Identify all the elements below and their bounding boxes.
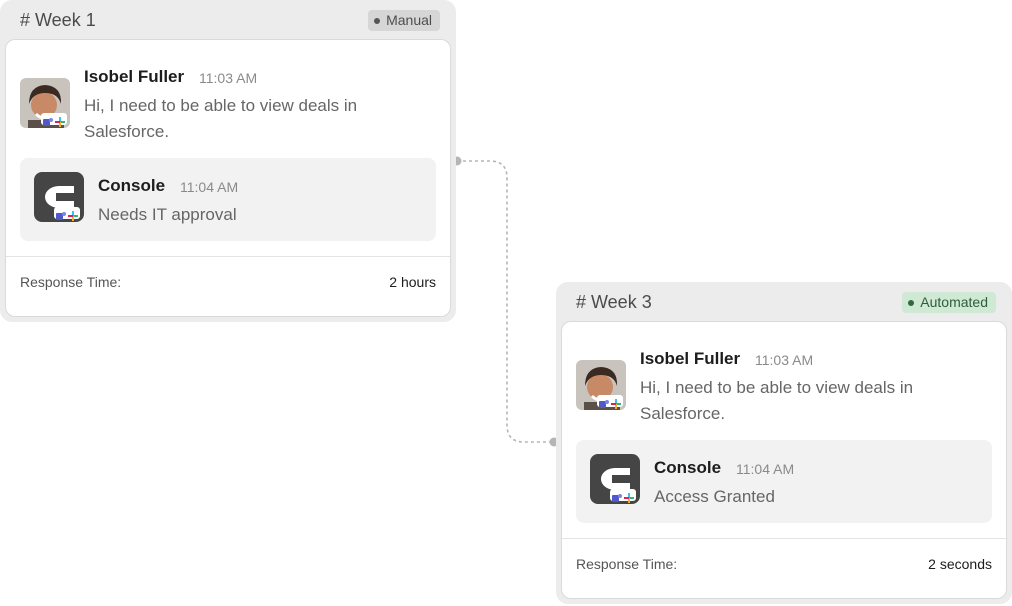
user-message-line-1: Hi, I need to be able to view deals in bbox=[640, 378, 914, 397]
response-time-value: 2 hours bbox=[389, 274, 436, 290]
channel-icons bbox=[54, 207, 80, 221]
slack-icon bbox=[68, 208, 78, 221]
manual-badge: Manual bbox=[368, 10, 440, 31]
week-1-panel: # Week 1 Manual Isobel Fuller 11: bbox=[0, 0, 456, 322]
console-message: Needs IT approval bbox=[98, 205, 237, 224]
user-message: Hi, I need to be able to view deals in S… bbox=[84, 93, 357, 145]
conversation-card: Isobel Fuller 11:03 AM Hi, I need to be … bbox=[561, 321, 1007, 599]
user-message-line-1: Hi, I need to be able to view deals in bbox=[84, 96, 358, 115]
response-time-value: 2 seconds bbox=[928, 556, 992, 572]
response-time-label: Response Time: bbox=[20, 274, 122, 290]
user-name: Isobel Fuller bbox=[640, 349, 741, 368]
panel-header: # Week 3 Automated bbox=[556, 282, 1012, 322]
console-reply: Console 11:04 AM Access Granted bbox=[576, 440, 992, 523]
slack-icon bbox=[624, 490, 634, 503]
panel-header: # Week 1 Manual bbox=[0, 0, 456, 40]
console-message-time: 11:04 AM bbox=[736, 461, 795, 477]
channel-icons bbox=[597, 395, 623, 409]
badge-label: Automated bbox=[920, 294, 988, 310]
status-dot-icon bbox=[374, 17, 381, 24]
channel-icons bbox=[610, 489, 636, 503]
week-3-panel: # Week 3 Automated Isobel Fuller 11:03 bbox=[556, 282, 1012, 604]
teams-icon bbox=[599, 396, 609, 408]
user-name: Isobel Fuller bbox=[84, 67, 185, 86]
response-time-label: Response Time: bbox=[576, 556, 678, 572]
conversation-card: Isobel Fuller 11:03 AM Hi, I need to be … bbox=[5, 39, 451, 317]
channel-icons bbox=[41, 113, 67, 127]
panel-title: # Week 3 bbox=[576, 292, 652, 312]
user-message-time: 11:03 AM bbox=[755, 352, 814, 368]
divider bbox=[562, 538, 1006, 539]
slack-icon bbox=[55, 114, 65, 127]
user-message: Hi, I need to be able to view deals in S… bbox=[640, 375, 913, 427]
automated-badge: Automated bbox=[902, 292, 996, 313]
badge-label: Manual bbox=[386, 12, 432, 28]
teams-icon bbox=[56, 208, 66, 220]
console-message: Access Granted bbox=[654, 487, 775, 506]
console-message-time: 11:04 AM bbox=[180, 179, 239, 195]
panel-title: # Week 1 bbox=[20, 10, 96, 30]
divider bbox=[6, 256, 450, 257]
teams-icon bbox=[43, 114, 53, 126]
user-message-line-2: Salesforce. bbox=[84, 122, 170, 141]
teams-icon bbox=[612, 490, 622, 502]
slack-icon bbox=[611, 396, 621, 409]
console-name: Console bbox=[98, 176, 166, 195]
console-reply: Console 11:04 AM Needs IT approval bbox=[20, 158, 436, 241]
user-message-line-2: Salesforce. bbox=[640, 404, 726, 423]
status-dot-icon bbox=[908, 299, 915, 306]
console-name: Console bbox=[654, 458, 722, 477]
user-message-time: 11:03 AM bbox=[199, 70, 258, 86]
